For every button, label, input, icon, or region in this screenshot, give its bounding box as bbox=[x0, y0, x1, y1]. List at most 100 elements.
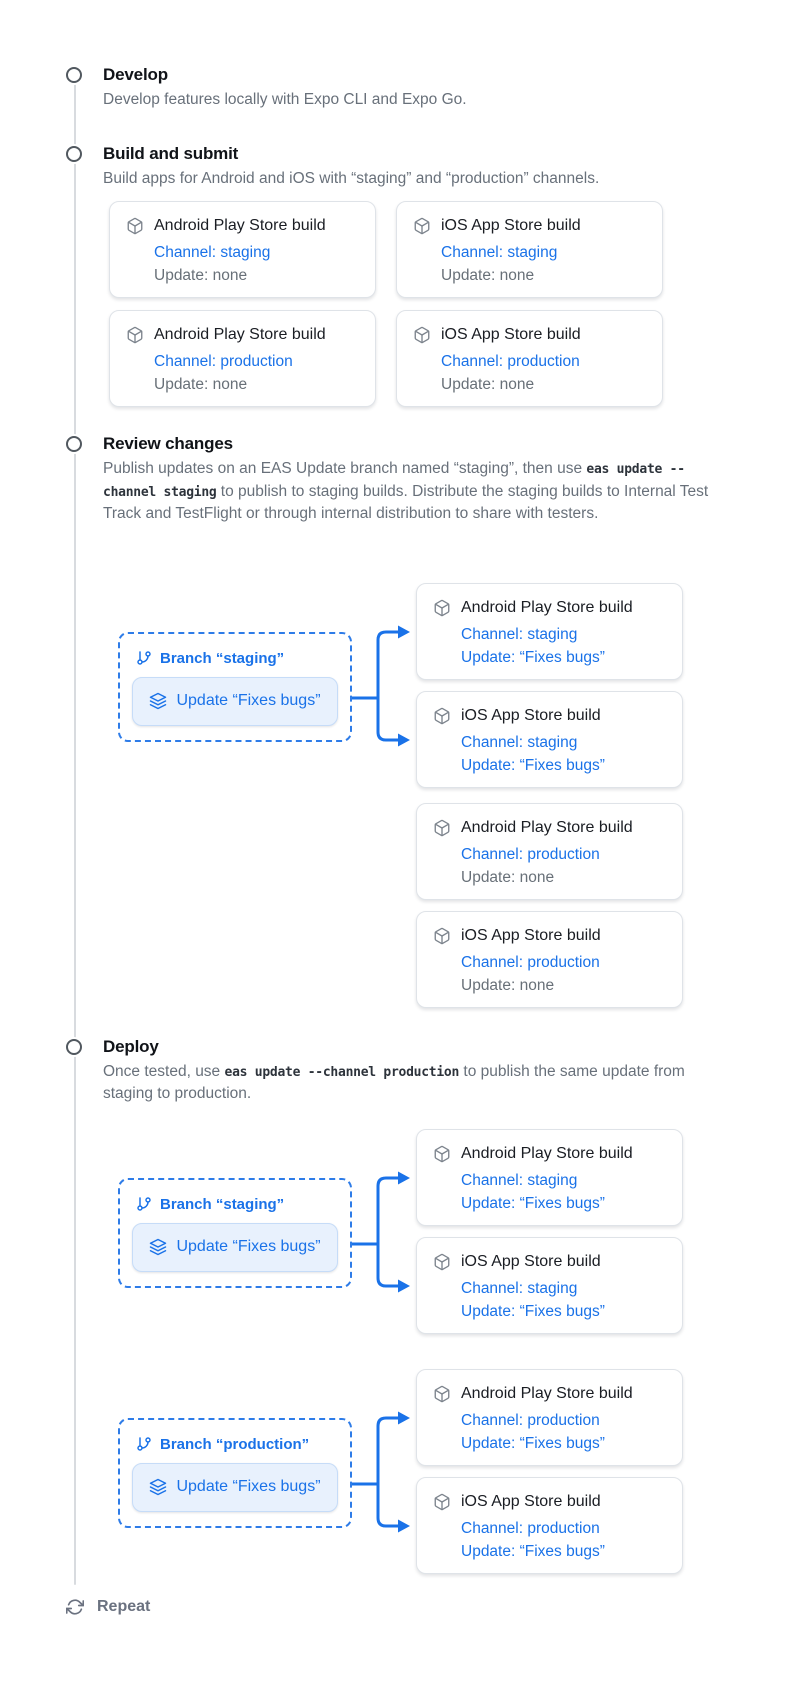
build-card-title: Android Play Store build bbox=[461, 1144, 633, 1162]
build-card-update: Update: none bbox=[461, 868, 555, 886]
build-card-channel: Channel: staging bbox=[154, 244, 271, 261]
package-cube-icon bbox=[126, 326, 144, 344]
review-build-cards: Android Play Store build Channel: stagin… bbox=[416, 582, 683, 1008]
package-cube-icon bbox=[126, 217, 144, 235]
update-button: Update “Fixes bugs” bbox=[132, 1222, 338, 1272]
build-card-update: Update: “Fixes bugs” bbox=[461, 1194, 605, 1212]
build-card: Android Play Store build Channel: stagin… bbox=[416, 582, 683, 680]
step-description: Once tested, use eas update --channel pr… bbox=[103, 1062, 685, 1103]
layers-icon bbox=[149, 692, 167, 710]
build-card-channel: Channel: staging bbox=[461, 1171, 578, 1189]
build-card: Android Play Store build Channel: produc… bbox=[416, 802, 683, 900]
repeat-step: Repeat bbox=[66, 1596, 743, 1618]
build-card-title: iOS App Store build bbox=[461, 706, 601, 724]
package-cube-icon bbox=[433, 707, 451, 725]
build-card-title: iOS App Store build bbox=[441, 217, 581, 234]
package-cube-icon bbox=[433, 1253, 451, 1271]
build-card-title: iOS App Store build bbox=[461, 1252, 601, 1270]
build-card-channel: Channel: production bbox=[441, 353, 580, 370]
step-title: Review changes bbox=[103, 434, 233, 453]
package-cube-icon bbox=[433, 1145, 451, 1163]
build-card-title: Android Play Store build bbox=[154, 217, 326, 234]
update-button: Update “Fixes bugs” bbox=[132, 676, 338, 726]
build-card: Android Play Store build Channel: stagin… bbox=[109, 201, 376, 298]
package-cube-icon bbox=[433, 819, 451, 837]
build-card: iOS App Store build Channel: production … bbox=[416, 910, 683, 1008]
build-card-title: iOS App Store build bbox=[461, 1492, 601, 1510]
build-card-title: Android Play Store build bbox=[461, 1384, 633, 1402]
build-card-update: Update: “Fixes bugs” bbox=[461, 1434, 605, 1452]
package-cube-icon bbox=[413, 326, 431, 344]
build-card-update: Update: none bbox=[441, 376, 535, 393]
build-card-update: Update: “Fixes bugs” bbox=[461, 756, 605, 774]
build-card: iOS App Store build Channel: production … bbox=[416, 1476, 683, 1574]
update-button-label: Update “Fixes bugs” bbox=[176, 1238, 321, 1255]
step-build-and-submit: Build and submit Build apps for Android … bbox=[66, 143, 743, 407]
layers-icon bbox=[149, 1238, 167, 1256]
build-card-update: Update: none bbox=[461, 976, 555, 994]
step-title: Build and submit bbox=[103, 143, 239, 163]
branch-box: Branch “staging” Update “Fixes bugs” bbox=[118, 631, 352, 742]
build-card-update: Update: “Fixes bugs” bbox=[461, 1302, 605, 1320]
step-deploy: Deploy Once tested, use eas update --cha… bbox=[66, 1036, 743, 1618]
timeline-dot bbox=[66, 436, 82, 452]
timeline-line bbox=[74, 80, 76, 1585]
build-card: Android Play Store build Channel: produc… bbox=[416, 1368, 683, 1466]
timeline-dot bbox=[66, 1038, 82, 1055]
branch-label: Branch “staging” bbox=[160, 1195, 285, 1213]
timeline-dot bbox=[66, 67, 82, 83]
branch-label: Branch “staging” bbox=[160, 649, 285, 667]
step-title: Develop bbox=[103, 65, 168, 84]
build-card: Android Play Store build Channel: produc… bbox=[109, 310, 376, 407]
build-card-channel: Channel: staging bbox=[461, 1279, 578, 1297]
branch-label: Branch “production” bbox=[160, 1435, 310, 1453]
branch-to-builds-arrows bbox=[352, 625, 410, 746]
step-title: Deploy bbox=[103, 1036, 159, 1056]
deploy-production-diagram: Android Play Store build Channel: produc… bbox=[103, 1368, 683, 1574]
build-card-update: Update: none bbox=[154, 267, 248, 284]
git-branch-icon bbox=[136, 1196, 152, 1212]
build-card-channel: Channel: production bbox=[461, 845, 600, 863]
package-cube-icon bbox=[433, 1385, 451, 1403]
build-card-channel: Channel: production bbox=[461, 1411, 600, 1429]
build-card-channel: Channel: production bbox=[461, 1519, 600, 1537]
package-cube-icon bbox=[433, 1493, 451, 1511]
build-card-update: Update: none bbox=[154, 376, 248, 393]
build-card-channel: Channel: staging bbox=[461, 625, 578, 643]
build-card-update: Update: none bbox=[441, 267, 535, 284]
build-card: Android Play Store build Channel: stagin… bbox=[416, 1128, 683, 1226]
step-description: Publish updates on an EAS Update branch … bbox=[103, 460, 709, 522]
build-card-title: Android Play Store build bbox=[154, 326, 326, 343]
deploy-production-cards: Android Play Store build Channel: produc… bbox=[416, 1368, 683, 1574]
step-develop: Develop Develop features locally with Ex… bbox=[66, 64, 743, 111]
repeat-refresh-icon bbox=[66, 1598, 84, 1616]
repeat-label: Repeat bbox=[97, 1597, 151, 1615]
git-branch-icon bbox=[136, 1436, 152, 1452]
layers-icon bbox=[149, 1478, 167, 1496]
build-card-title: Android Play Store build bbox=[461, 598, 633, 616]
build-card-update: Update: “Fixes bugs” bbox=[461, 1542, 605, 1560]
step-review-changes: Review changes Publish updates on an EAS… bbox=[66, 433, 743, 1008]
branch-box: Branch “production” Update “Fixes bugs” bbox=[118, 1417, 352, 1528]
step-description: Develop features locally with Expo CLI a… bbox=[103, 91, 467, 108]
build-card: iOS App Store build Channel: staging Upd… bbox=[396, 201, 663, 298]
build-card-channel: Channel: staging bbox=[441, 244, 558, 261]
update-button: Update “Fixes bugs” bbox=[132, 1462, 338, 1512]
package-cube-icon bbox=[433, 599, 451, 617]
deploy-staging-diagram: Android Play Store build Channel: stagin… bbox=[103, 1128, 683, 1334]
step-description: Build apps for Android and iOS with “sta… bbox=[103, 169, 600, 187]
build-card-channel: Channel: production bbox=[461, 953, 600, 971]
package-cube-icon bbox=[433, 927, 451, 945]
branch-to-builds-arrows bbox=[352, 1171, 410, 1292]
review-diagram: Android Play Store build Channel: stagin… bbox=[103, 582, 683, 1008]
timeline-dot bbox=[66, 145, 82, 162]
build-card-title: iOS App Store build bbox=[461, 926, 601, 944]
build-card-update: Update: “Fixes bugs” bbox=[461, 648, 605, 666]
build-card: iOS App Store build Channel: production … bbox=[396, 310, 663, 407]
build-card-title: iOS App Store build bbox=[441, 326, 581, 343]
branch-box: Branch “staging” Update “Fixes bugs” bbox=[118, 1177, 352, 1288]
package-cube-icon bbox=[413, 217, 431, 235]
branch-to-builds-arrows bbox=[352, 1411, 410, 1532]
build-card-channel: Channel: production bbox=[154, 353, 293, 370]
build-card-channel: Channel: staging bbox=[461, 733, 578, 751]
